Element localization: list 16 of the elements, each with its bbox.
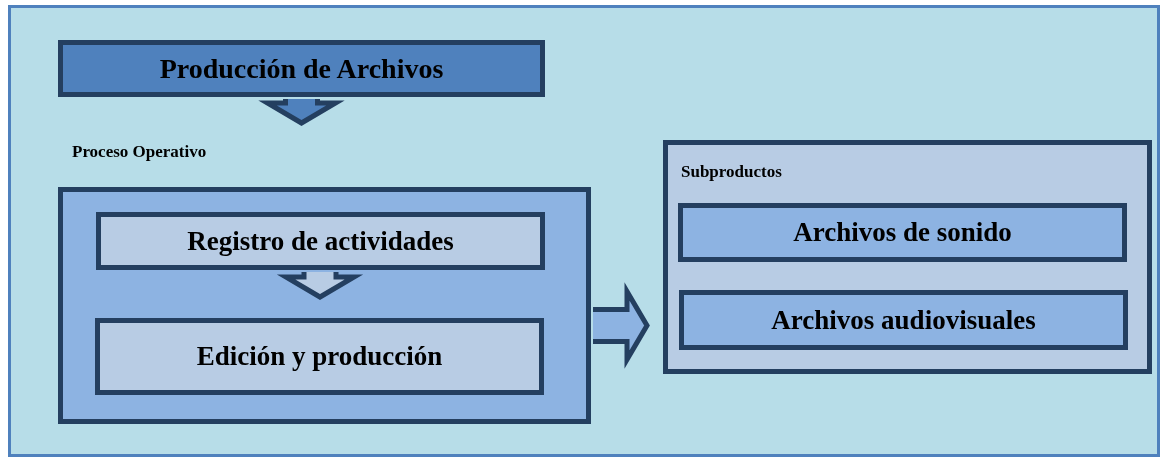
group-heading: Proceso Operativo: [72, 142, 207, 162]
process-box: [58, 40, 545, 97]
block-arrow: [590, 282, 650, 369]
box-title: Archivos de sonido: [793, 217, 1012, 248]
box-title: Registro de actividades: [187, 225, 454, 257]
group-heading: Subproductos: [681, 162, 782, 182]
process-box: [679, 290, 1128, 350]
block-arrow: [276, 269, 364, 300]
block-arrow: [258, 96, 345, 126]
process-box: [678, 203, 1127, 262]
group-box: [663, 140, 1152, 374]
box-title: Producción de Archivos: [159, 52, 444, 85]
box-title: Archivos audiovisuales: [771, 304, 1036, 336]
process-box: [96, 212, 545, 270]
process-box: [95, 318, 544, 395]
box-title: Edición y producción: [196, 341, 443, 372]
